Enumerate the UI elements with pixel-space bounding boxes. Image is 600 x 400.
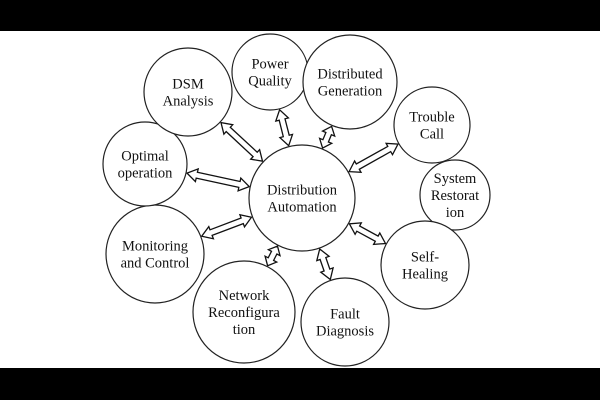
node-label-line: Network [219,288,270,304]
node-label-line: Reconfigura [208,305,280,321]
arrow-dsm-analysis [220,121,264,163]
node-label-line: Fault [330,307,360,323]
node-label-line: Distributed [317,67,383,83]
arrow-power-quality [274,108,294,147]
node-label-line: Generation [318,84,383,100]
arrow-trouble-call [348,142,400,174]
node-label-line: Power [251,57,288,73]
node-label-line: tion [233,322,256,338]
arrow-layer [185,108,400,281]
arrow-self-healing [348,222,387,246]
arrow-monitoring-and-control [200,213,253,240]
node-label-line: Monitoring [122,239,188,255]
node-label-line: Diagnosis [316,324,374,340]
node-circle [248,144,356,252]
node-self-healing: Self-Healing [380,220,470,310]
node-label-line: Distribution [267,183,338,199]
node-label-line: Automation [267,200,337,216]
node-circle [393,86,471,164]
arrow-distributed-generation [318,125,336,150]
node-circle [302,34,398,130]
node-label-line: Quality [248,74,292,90]
node-label-line: System [434,171,477,187]
node-label-line: Restorat [431,188,479,204]
node-label-line: Call [420,127,444,143]
arrow-optimal-operation [185,167,251,192]
node-label-line: operation [118,166,174,182]
node-label-line: and Control [121,256,190,272]
node-label-line: Analysis [163,94,214,110]
node-label-line: Optimal [121,149,169,165]
node-label-line: ion [446,205,465,221]
node-label-line: Trouble [409,110,454,126]
node-label-line: Self- [411,250,439,266]
node-label-line: DSM [172,77,204,93]
node-circle [380,220,470,310]
node-circle [419,159,491,231]
node-circle [143,47,233,137]
arrow-network-reconfiguration [264,245,282,267]
node-circle [300,277,390,367]
node-label-line: Healing [402,267,448,283]
node-circle [192,260,296,364]
arrow-fault-diagnosis [315,247,335,281]
node-circle [102,121,188,207]
